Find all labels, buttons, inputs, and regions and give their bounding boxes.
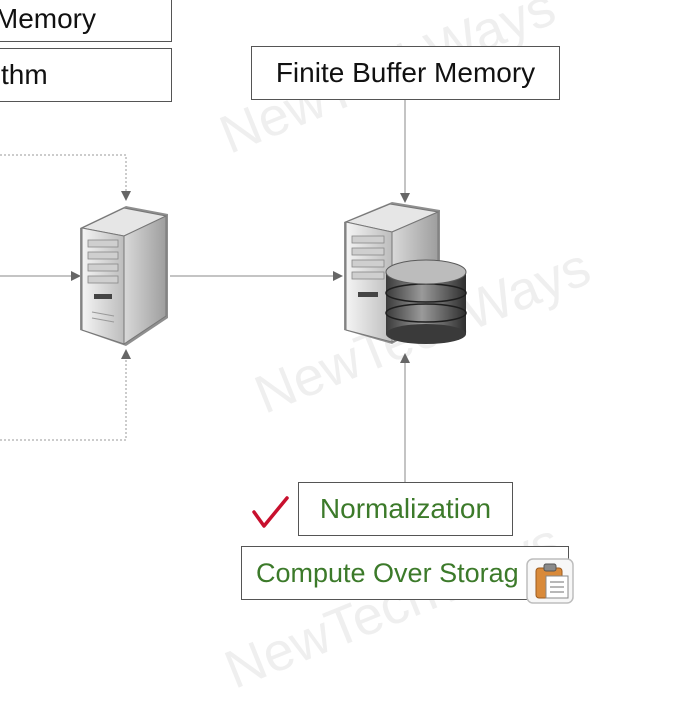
- clipboard-icon[interactable]: [526, 558, 574, 604]
- checkmark-icon: [252, 496, 289, 528]
- algorithm-box: thm: [0, 48, 172, 102]
- database-server-icon: [344, 202, 467, 344]
- connector-top-left: [0, 154, 131, 201]
- memory-label: Memory: [0, 3, 96, 34]
- memory-box: Memory: [0, 0, 172, 42]
- finite-buffer-memory-box: Finite Buffer Memory: [251, 46, 560, 100]
- compute-over-storage-label: Compute Over Storag: [256, 557, 519, 588]
- connector-bottom-left: [0, 349, 131, 441]
- algorithm-label: thm: [1, 59, 48, 90]
- server-icon: [80, 206, 168, 346]
- compute-over-storage-box: Compute Over Storag: [241, 546, 569, 600]
- finite-buffer-memory-label: Finite Buffer Memory: [275, 57, 536, 88]
- normalization-box: Normalization: [298, 482, 513, 536]
- normalization-label: Normalization: [319, 493, 492, 524]
